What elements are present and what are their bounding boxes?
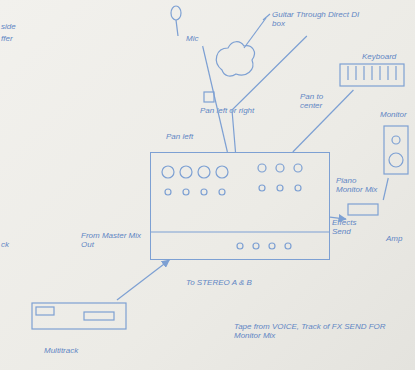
multitrack-node: Multitrack — [28, 300, 130, 358]
mixer-sketch-part — [162, 166, 174, 178]
cable-line — [232, 36, 307, 152]
note-text: ffer — [1, 34, 31, 43]
mixer-sketch-part — [237, 243, 243, 249]
mixer-sketch-part — [183, 189, 189, 195]
keyboard-node: Keyboard — [338, 50, 408, 90]
keyboard-sketch-part — [363, 66, 364, 80]
mixer-sketch-part — [277, 185, 283, 191]
mixer-sketch-part — [294, 164, 302, 172]
tape-deck-sketch-part — [84, 312, 114, 320]
keyboard-sketch-part — [347, 66, 348, 80]
microphone-sketch — [171, 6, 181, 36]
node-label: Mic — [186, 34, 216, 43]
node-label: From Master Mix Out — [81, 231, 145, 249]
mixer-sketch-part — [150, 231, 330, 232]
note-text: Pan left — [166, 132, 216, 141]
mixer-sketch-part — [165, 189, 171, 195]
tape-deck-sketch-part — [36, 307, 54, 315]
mixer-sketch — [150, 164, 330, 249]
keyboard-sketch-part — [395, 66, 396, 80]
tape-deck-sketch — [32, 303, 126, 329]
guitar-sketch-part — [216, 42, 254, 76]
cable-line — [203, 46, 228, 152]
microphone-sketch-part — [171, 6, 181, 20]
note-text: Pan left or right — [200, 106, 278, 115]
mixer-sketch-part — [258, 164, 266, 172]
node-label: Monitor — [380, 110, 414, 119]
mixer-sketch-part — [180, 166, 192, 178]
note-text: Pan to center — [300, 92, 340, 110]
cable-line — [383, 178, 388, 200]
node-label: Amp — [386, 234, 410, 243]
keyboard-sketch-part — [387, 66, 388, 80]
keyboard-sketch — [340, 64, 404, 86]
mixer-sketch-part — [269, 243, 275, 249]
mixer-sketch-part — [295, 185, 301, 191]
mixer-sketch-part — [198, 166, 210, 178]
speaker-sketch-part — [384, 126, 408, 174]
mixer-node: From Master Mix Out — [150, 152, 330, 260]
node-label: Guitar Through Direct DI box — [272, 10, 368, 28]
speaker-sketch — [384, 126, 408, 174]
note-text: Tape from VOICE, Track of FX SEND FOR Mo… — [234, 322, 394, 340]
di-box-sketch-part — [204, 92, 214, 102]
guitar-sketch — [216, 14, 270, 76]
mixer-sketch-part — [219, 189, 225, 195]
amp-node: Amp — [346, 200, 410, 246]
note-text: ck — [1, 240, 21, 249]
di-box-sketch — [204, 92, 214, 102]
mic-node: Mic — [184, 32, 218, 46]
speaker-sketch-part — [389, 153, 403, 167]
amp-sketch — [348, 204, 378, 215]
node-label: Keyboard — [362, 52, 408, 61]
note-text: Piano Monitor Mix — [336, 176, 380, 194]
guitar-node: Guitar Through Direct DI box — [272, 10, 368, 36]
microphone-sketch-part — [176, 20, 178, 36]
mixer-sketch-part — [285, 243, 291, 249]
cable-line — [293, 90, 354, 152]
keyboard-sketch-part — [355, 66, 356, 80]
tape-deck-sketch-part — [32, 303, 126, 329]
amp-sketch-part — [348, 204, 378, 215]
node-label: Multitrack — [44, 346, 124, 355]
note-text: Effects Send — [332, 218, 354, 236]
cable-line — [117, 260, 169, 300]
mixer-sketch-part — [216, 166, 228, 178]
speaker-sketch-part — [392, 136, 400, 144]
mixer-sketch-part — [259, 185, 265, 191]
mixer-sketch-part — [201, 189, 207, 195]
note-text: To STEREO A & B — [186, 278, 270, 287]
mixer-sketch-part — [276, 164, 284, 172]
keyboard-sketch-part — [371, 66, 372, 80]
monitor-node: Monitor — [380, 110, 412, 178]
note-text: side — [1, 22, 31, 31]
mixer-sketch-part — [253, 243, 259, 249]
guitar-sketch-part — [244, 18, 266, 48]
keyboard-sketch-part — [340, 64, 404, 86]
guitar-sketch-part — [263, 14, 270, 20]
keyboard-sketch-part — [379, 66, 380, 80]
